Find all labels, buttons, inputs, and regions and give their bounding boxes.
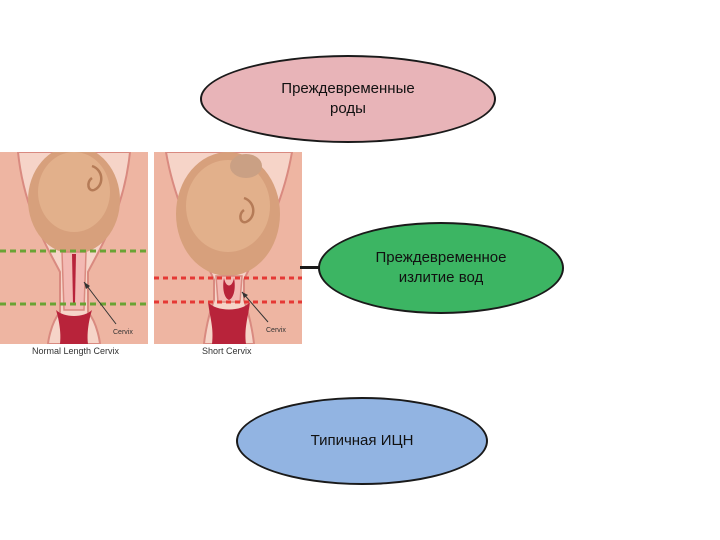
normal-cervix-caption: Normal Length Cervix <box>32 346 120 356</box>
node-preterm-birth: Преждевременные роды <box>200 55 496 143</box>
connector-line <box>300 266 322 269</box>
short-cervix-caption: Short Cervix <box>202 346 252 356</box>
short-cervix-pointer-label: Cervix <box>266 327 286 334</box>
short-cervix-panel: Cervix <box>154 152 302 344</box>
normal-cervix-panel: Cervix <box>0 152 148 344</box>
node-premature-rupture: Преждевременное излитие вод <box>318 222 564 314</box>
normal-cervix-pointer-label: Cervix <box>113 329 133 336</box>
cervix-illustration: Cervix Cervix <box>0 152 302 344</box>
node-typical-icn: Типичная ИЦН <box>236 397 488 485</box>
